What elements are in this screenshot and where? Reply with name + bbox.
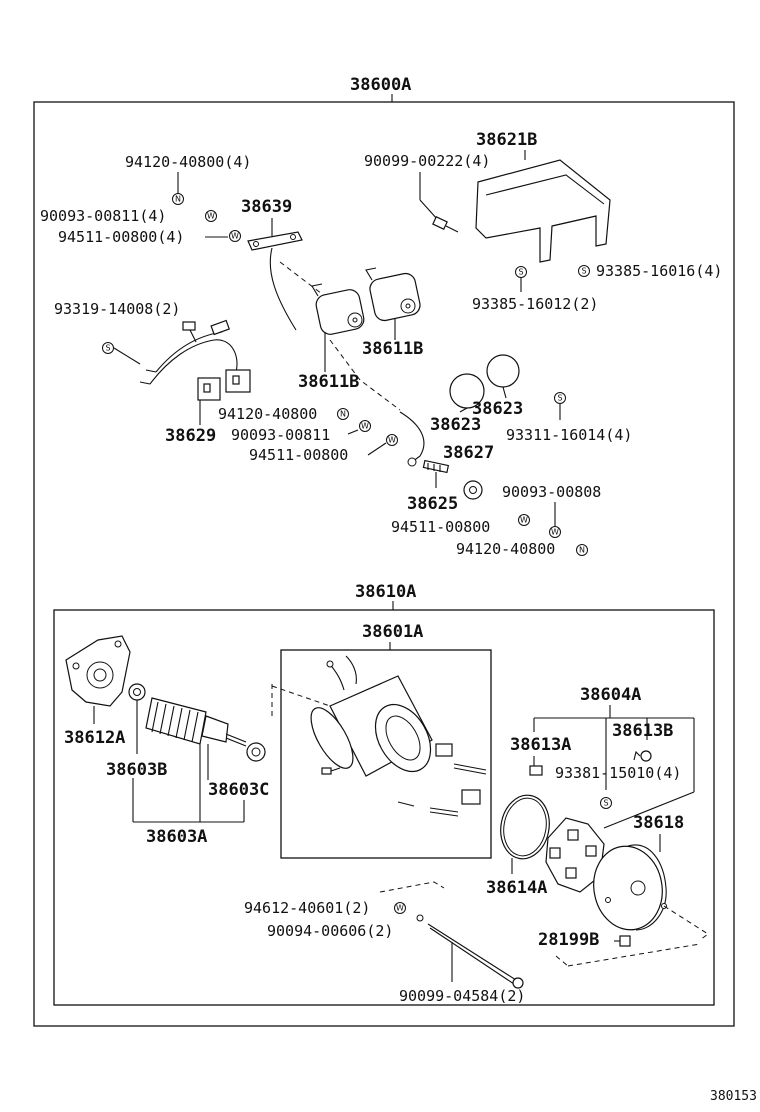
lead-bracket-part [247,231,303,331]
part-label: 38614A [486,878,547,898]
end-cover-part [593,844,667,931]
part-label: 93385-16016(4) [596,262,722,280]
nut-icon: N [576,544,588,556]
bearing-part [128,683,146,701]
washer-icon: W [518,514,530,526]
svg-text:N: N [340,410,346,419]
svg-text:W: W [388,436,396,445]
svg-text:W: W [396,904,404,913]
solenoid-part [311,283,365,335]
terminal-bolt-part [422,459,450,474]
brush-holder-part [545,817,605,893]
bolt-part [432,216,459,233]
brush-part [397,743,487,817]
part-label: 94511-00800(4) [58,228,184,246]
part-label: 90093-00811(4) [40,207,166,225]
screw-icon: S [515,266,527,278]
nut-icon: N [337,408,349,420]
svg-text:N: N [579,546,585,555]
yoke-part [310,655,433,777]
svg-text:S: S [557,394,562,403]
part-label: 93319-14008(2) [54,300,180,318]
svg-text:N: N [175,195,181,204]
part-label: 28199B [538,930,599,950]
nut-icon: N [172,193,184,205]
terminal-nut-part [463,480,483,500]
part-label: 38613A [510,735,571,755]
part-label: 38618 [633,813,684,833]
part-label: 38603B [106,760,167,780]
svg-text:S: S [518,268,523,277]
part-label: 90093-00811 [231,426,330,444]
part-label: 38603A [146,827,207,847]
part-label: 93385-16012(2) [472,295,598,313]
drawing-number: 380153 [710,1089,757,1104]
part-label: 38639 [241,197,292,217]
washer-icon: W [205,210,217,222]
wire-harness-part [139,319,251,401]
through-bolt-part [427,923,524,989]
armature-part [145,697,247,747]
part-label: 93311-16014(4) [506,426,632,444]
washer-icon: W [229,230,241,242]
drive-housing-part [65,635,131,707]
svg-text:S: S [581,267,586,276]
part-label: 90093-00808 [502,483,601,501]
part-label: 38612A [64,728,125,748]
part-label: 38604A [580,685,641,705]
part-label: 94511-00800 [391,518,490,536]
part-label: 38627 [443,443,494,463]
part-label: 90099-04584(2) [399,987,525,1005]
svg-text:S: S [105,344,110,353]
bolt-part [321,767,341,775]
svg-text:W: W [207,212,215,221]
svg-text:W: W [361,422,369,431]
screw-icon: S [554,392,566,404]
part-label: 38623 [472,399,523,419]
part-label: 38621B [476,130,537,150]
part-label: 94120-40800(4) [125,153,251,171]
part-label: 93381-15010(4) [555,764,681,782]
part-label: 38623 [430,415,481,435]
washer-icon: W [359,420,371,432]
washer-icon: W [394,902,406,914]
yoke-subassembly-frame [280,649,492,859]
solenoid-part [365,267,421,322]
part-label: 38603C [208,780,269,800]
svg-text:W: W [520,516,528,525]
part-label: 38629 [165,426,216,446]
spring-washer-part [416,914,424,922]
part-label: 94120-40800 [456,540,555,558]
part-label: 38611B [362,339,423,359]
part-label: 38601A [362,622,423,642]
inner-assembly-frame [53,609,715,1006]
part-label: 38611B [298,372,359,392]
washer-icon: W [549,526,561,538]
outer-assembly-frame [33,101,735,1027]
part-label: 94511-00800 [249,446,348,464]
part-label: 38613B [612,721,673,741]
cap-part [449,354,520,409]
assembly-label-inner: 38610A [355,582,416,602]
screw-part [614,935,631,947]
o-ring-part [500,794,550,860]
part-label: 94612-40601(2) [244,899,370,917]
svg-text:W: W [551,528,559,537]
cover-part [475,159,611,263]
part-label: 90094-00606(2) [267,922,393,940]
assembly-label-outer: 38600A [350,75,411,95]
brush-spring-part [529,750,652,776]
svg-text:S: S [603,799,608,808]
washer-icon: W [386,434,398,446]
part-label: 94120-40800 [218,405,317,423]
part-label: 38625 [407,494,458,514]
screw-icon: S [600,797,612,809]
bearing-part [246,742,266,762]
screw-icon: S [578,265,590,277]
part-label: 90099-00222(4) [364,152,490,170]
svg-text:W: W [231,232,239,241]
screw-icon: S [102,342,114,354]
